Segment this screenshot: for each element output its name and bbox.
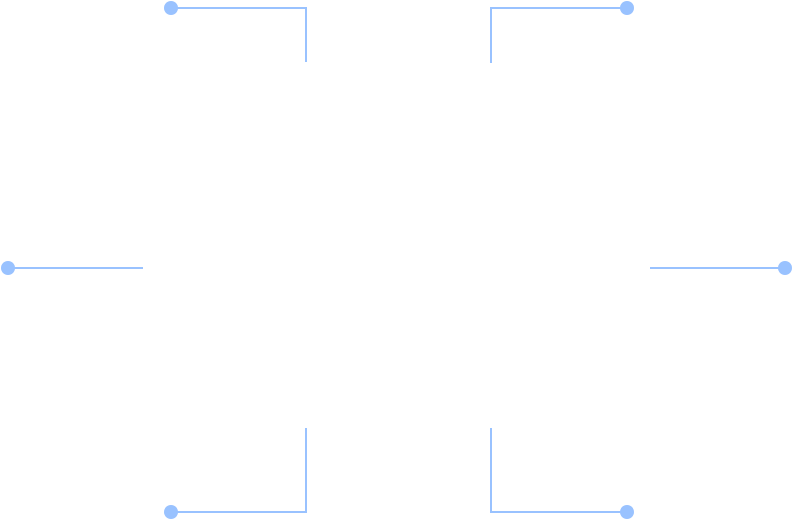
bottom-right-connector-dot bbox=[620, 505, 634, 519]
top-right-connector-dot bbox=[620, 1, 634, 15]
top-left-connector-dot bbox=[164, 1, 178, 15]
top-right-connector bbox=[490, 1, 634, 63]
bottom-left-connector-line bbox=[171, 428, 307, 513]
right-connector bbox=[650, 261, 792, 275]
bottom-left-connector-dot bbox=[164, 505, 178, 519]
left-connector bbox=[1, 261, 143, 275]
right-connector-dot bbox=[778, 261, 792, 275]
bottom-right-connector bbox=[490, 428, 634, 519]
top-right-connector-line bbox=[490, 7, 627, 63]
top-left-connector-line bbox=[171, 7, 307, 62]
bottom-right-connector-line bbox=[490, 428, 627, 513]
left-connector-dot bbox=[1, 261, 15, 275]
top-left-connector bbox=[164, 1, 307, 62]
bottom-left-connector bbox=[164, 428, 307, 519]
